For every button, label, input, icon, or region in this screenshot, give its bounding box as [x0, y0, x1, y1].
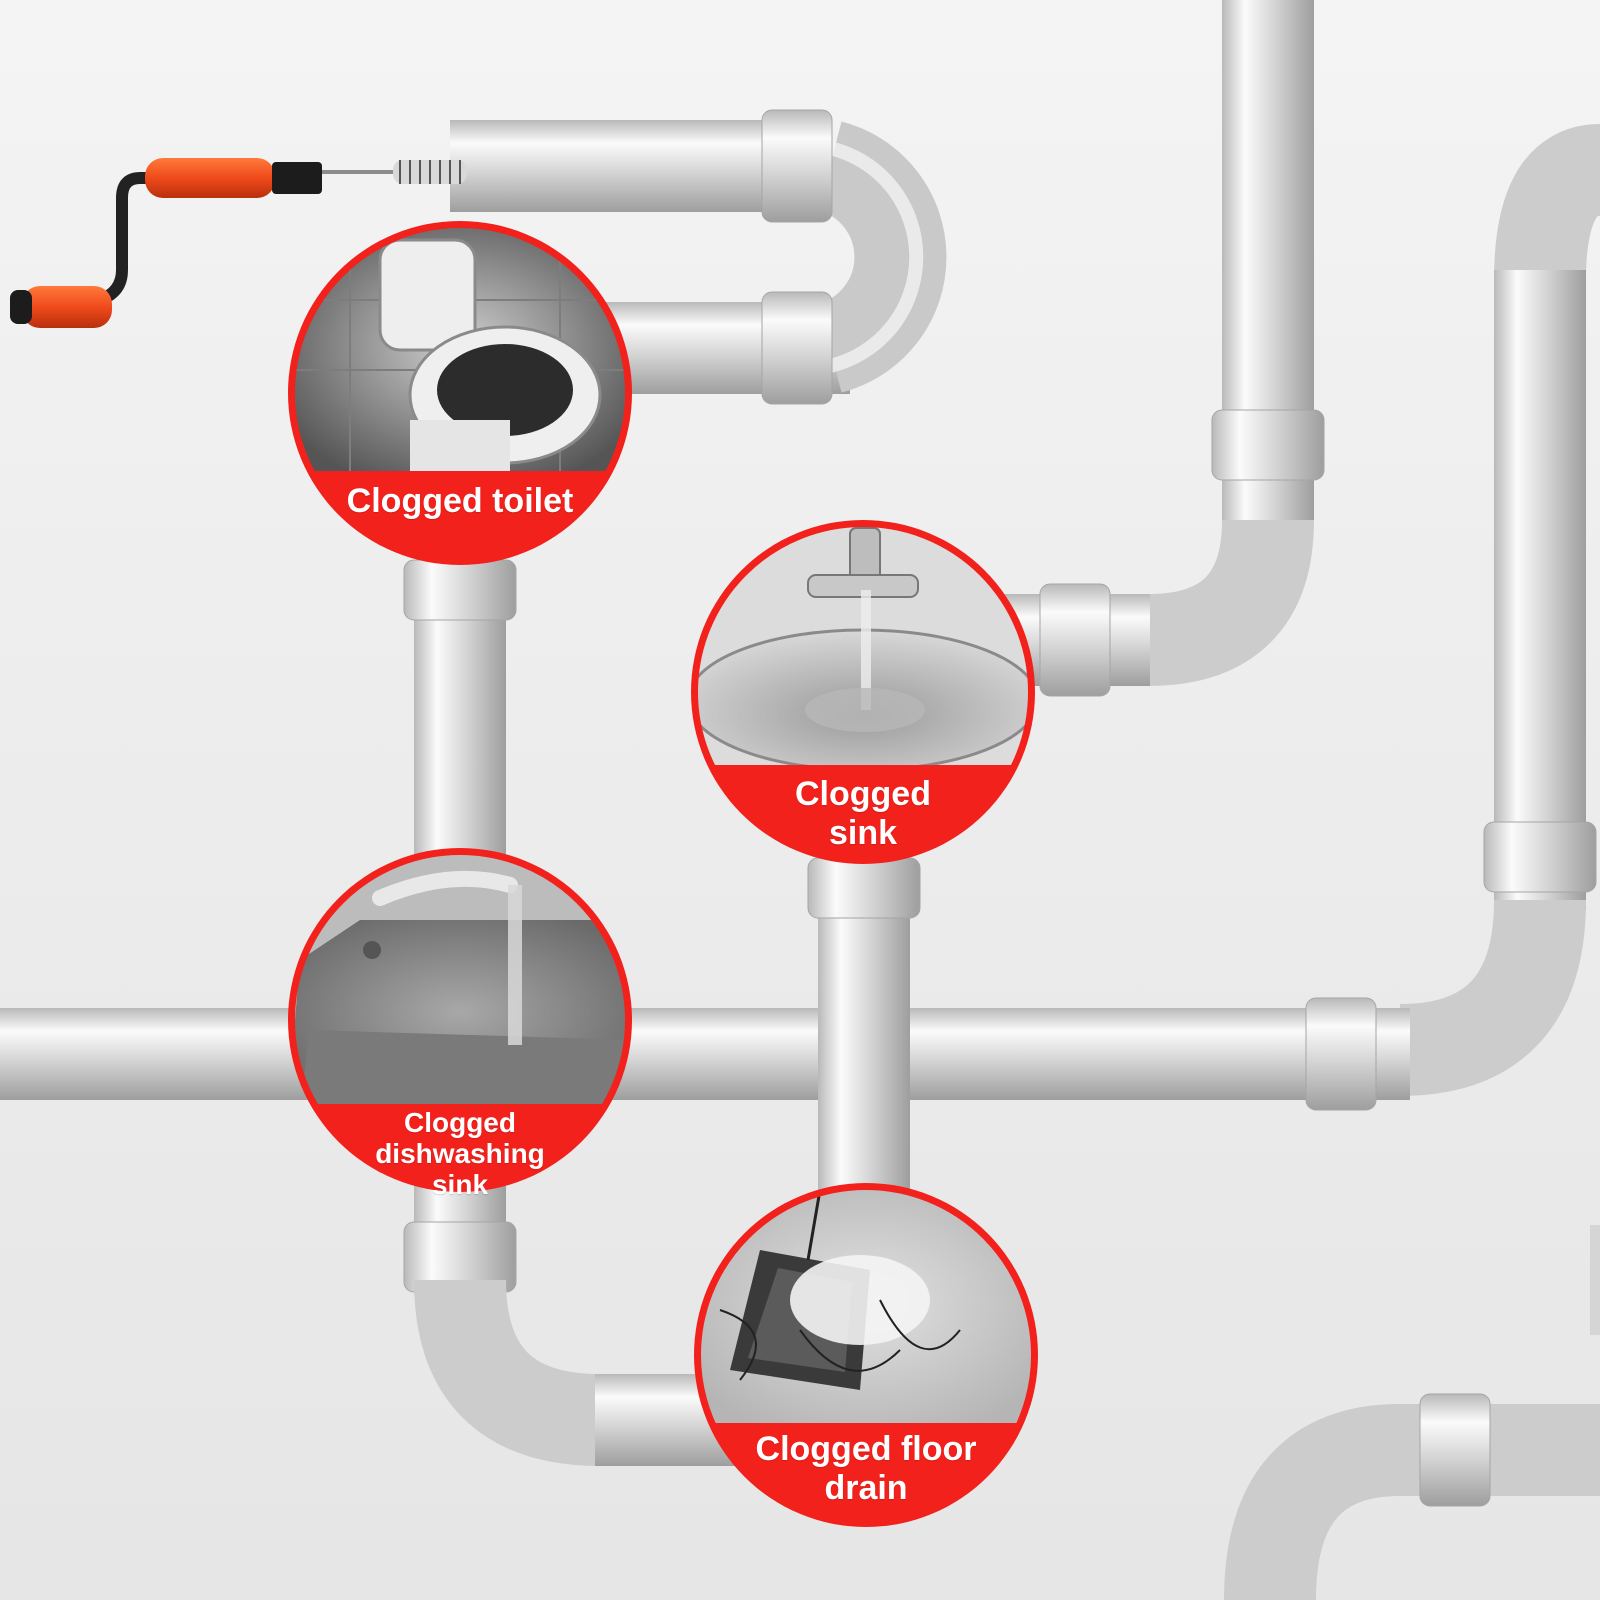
badge-clogged-toilet: [288, 221, 632, 565]
badge-label-line: drain: [824, 1469, 908, 1508]
pipe-coupling: [1483, 821, 1597, 893]
badge-label-clogged-toilet: Clogged toilet: [300, 482, 620, 521]
badge-label-line: Clogged: [404, 1107, 516, 1138]
crank-shaft: [92, 172, 156, 306]
badge-clogged-floor-drain: [694, 1183, 1038, 1527]
badge-label-clogged-floor-drain: Clogged floor drain: [706, 1430, 1026, 1508]
badge-label-clogged-dishwashing-sink: Clogged dishwashing sink: [320, 1107, 600, 1200]
crank-collar: [272, 162, 322, 194]
pipe-middle-horizontal: [0, 1008, 1410, 1100]
pipe-coupling: [1039, 583, 1111, 697]
pipe-u-bend: [816, 121, 947, 393]
auger-brush-icon: [393, 160, 467, 184]
clogged-toilet-photo: [292, 225, 628, 480]
clogged-dishwashing-sink-photo: [292, 852, 628, 1104]
crank-lower-cap: [10, 290, 32, 324]
badge-label-line: sink: [431, 1168, 489, 1200]
pipe-far-right-vertical: [1494, 270, 1586, 910]
pipe-coupling: [761, 109, 833, 223]
pipe-u-bend-highlight: [828, 141, 924, 373]
badge-label-line: Clogged floor: [755, 1430, 977, 1468]
pipe-edge-stub: [1590, 1225, 1600, 1335]
pipe-coupling: [761, 291, 833, 405]
pipe-bottom-right-elbow: [1224, 1404, 1600, 1600]
badge-label-clogged-sink: Clogged sink: [713, 775, 1013, 853]
pipe-far-right-elbow: [1494, 124, 1600, 281]
pipe-coupling: [1305, 997, 1377, 1111]
pipe-coupling: [1211, 409, 1325, 481]
badge-label-line: Clogged toilet: [346, 482, 574, 520]
pipe-left-elbow: [414, 1278, 602, 1466]
clogged-floor-drain-photo: [698, 1187, 1034, 1423]
badge-label-line: dishwashing: [375, 1137, 545, 1169]
hand-crank-drain-auger-icon: [10, 158, 467, 328]
pipe-far-right-lower-elbow: [1398, 898, 1586, 1096]
badge-label-line: sink: [828, 814, 898, 853]
badge-label-line: Clogged: [795, 775, 931, 813]
pipe-coupling: [807, 857, 921, 919]
clogged-sink-photo: [695, 524, 1031, 772]
pipe-coupling: [1419, 1393, 1491, 1507]
pipe-right-elbow: [1146, 518, 1314, 686]
pipe-coupling: [403, 559, 517, 621]
crank-upper-grip: [145, 158, 275, 198]
crank-lower-grip: [22, 286, 112, 328]
